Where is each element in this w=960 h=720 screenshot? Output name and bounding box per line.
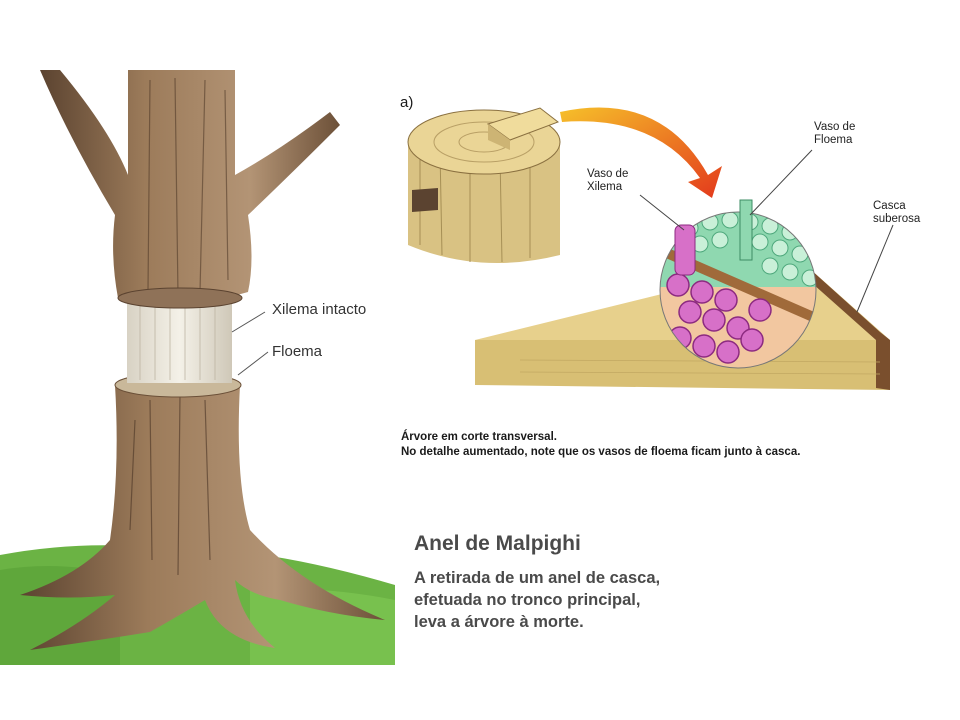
phloem-leader-line: [237, 351, 269, 376]
phloem-vessel-label: Vaso de Floema: [814, 121, 856, 146]
upper-trunk: [40, 70, 340, 309]
xylem-vessel-tube: [674, 224, 696, 276]
phloem-vessel-tube: [739, 199, 753, 261]
figure-caption: Árvore em corte transversal. No detalhe …: [401, 430, 800, 460]
exposed-xylem: [127, 300, 232, 383]
xylem-vessel-leader: [639, 194, 685, 231]
xylem-vessel-label: Vaso de Xilema: [587, 168, 629, 193]
xylem-leader-line: [231, 311, 266, 333]
bark-label: Casca suberosa: [873, 200, 921, 225]
phloem-vessel-leader: [749, 149, 813, 216]
magnify-arrow: [560, 107, 722, 198]
cross-section-illustration: [407, 107, 894, 390]
log-stump: [407, 107, 561, 263]
magnified-detail: [659, 199, 817, 369]
xylem-intact-label: Xilema intacto: [272, 301, 367, 318]
info-heading: Anel de Malpighi: [414, 532, 581, 555]
caption-line-2: No detalhe aumentado, note que os vasos …: [401, 446, 801, 458]
caption-line-1: Árvore em corte transversal.: [401, 431, 557, 443]
panel-label-a: a): [400, 94, 414, 111]
info-body: A retirada de um anel de casca, efetuada…: [414, 569, 661, 631]
bark-leader: [856, 224, 894, 313]
tree-illustration: [0, 70, 395, 665]
phloem-label: Floema: [272, 343, 323, 360]
